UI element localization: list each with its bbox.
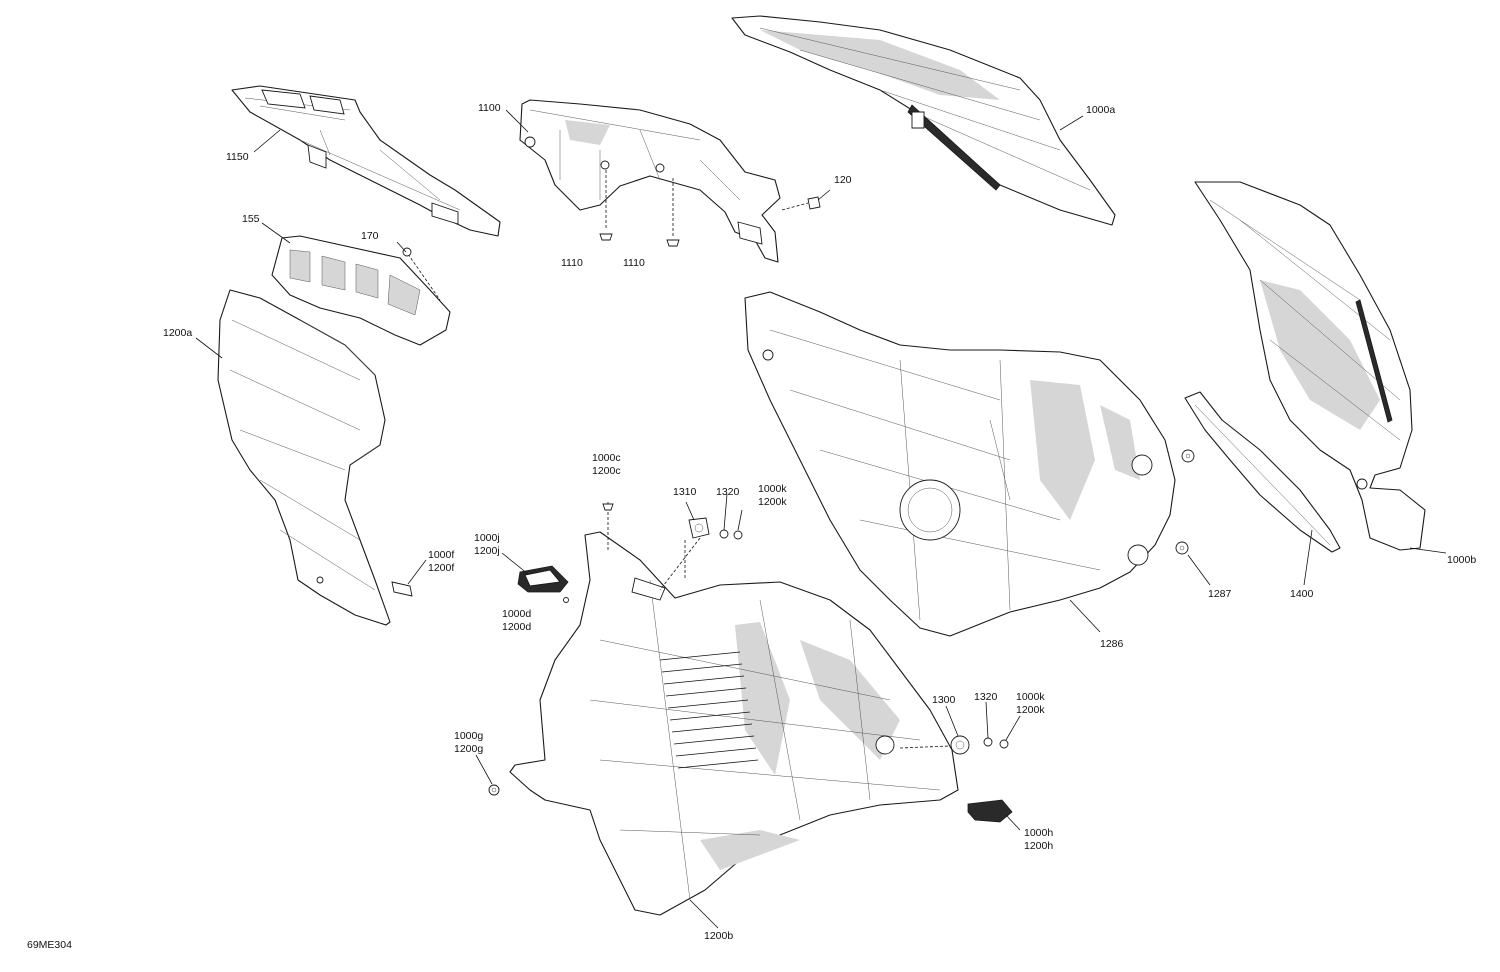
callout-1000g: 1000g: [454, 730, 483, 742]
callout-1000k-top: 1000k: [758, 483, 787, 495]
callout-1110-right: 1110: [623, 257, 645, 269]
callout-120: 120: [834, 174, 852, 186]
callout-1200f: 1200f: [428, 562, 454, 574]
callout-1200c: 1200c: [592, 465, 621, 477]
callout-1320-top: 1320: [716, 486, 740, 498]
leader-lines: [195, 109, 1447, 929]
callout-1150: 1150: [226, 151, 249, 163]
fasteners-1110-120: [599, 170, 821, 247]
part-155: [271, 235, 451, 346]
part-1000a: [731, 15, 1116, 226]
callout-1100: 1100: [478, 102, 501, 114]
callout-1200a: 1200a: [163, 327, 192, 339]
callout-1287: 1287: [1208, 588, 1232, 600]
drawing-id: 69ME304: [27, 939, 72, 951]
part-1400: [1184, 391, 1341, 553]
callout-1200j: 1200j: [474, 545, 500, 557]
callout-1200k-bottom: 1200k: [1016, 704, 1045, 716]
part-1150: [231, 85, 501, 237]
callout-1000k-bottom: 1000k: [1016, 691, 1045, 703]
callout-1110-left: 1110: [561, 257, 583, 269]
callout-1200k-top: 1200k: [758, 496, 787, 508]
callout-1000c: 1000c: [592, 452, 621, 464]
callout-1200h: 1200h: [1024, 840, 1053, 852]
callout-1000d: 1000d: [502, 608, 531, 620]
callout-1300: 1300: [932, 694, 956, 706]
callout-1200g: 1200g: [454, 743, 483, 755]
part-1200b: [509, 531, 959, 916]
callout-1320-bottom: 1320: [974, 691, 998, 703]
callout-155: 155: [242, 213, 260, 225]
callout-1200b: 1200b: [704, 930, 733, 942]
part-1200a: [217, 289, 413, 626]
callout-170: 170: [361, 230, 379, 242]
part-1286: [744, 291, 1176, 637]
callout-1000b: 1000b: [1447, 554, 1476, 566]
callout-1000a: 1000a: [1086, 104, 1115, 116]
callout-1200d: 1200d: [502, 621, 531, 633]
callout-1000f: 1000f: [428, 549, 454, 561]
washers-1287: [1175, 449, 1195, 555]
callout-1000j: 1000j: [474, 532, 500, 544]
callout-1400: 1400: [1290, 588, 1314, 600]
vent-slots: [659, 651, 759, 769]
callout-1310: 1310: [673, 486, 697, 498]
callout-1286: 1286: [1100, 638, 1124, 650]
callout-1000h: 1000h: [1024, 827, 1053, 839]
small-parts-bottom: [488, 735, 1013, 823]
callout-labels: 1150 1100 120 1110 1110 1000a 155 170 12…: [163, 102, 1476, 942]
part-1100: [519, 99, 781, 263]
part-1000b: [1194, 181, 1426, 551]
small-parts-top: [517, 502, 743, 603]
